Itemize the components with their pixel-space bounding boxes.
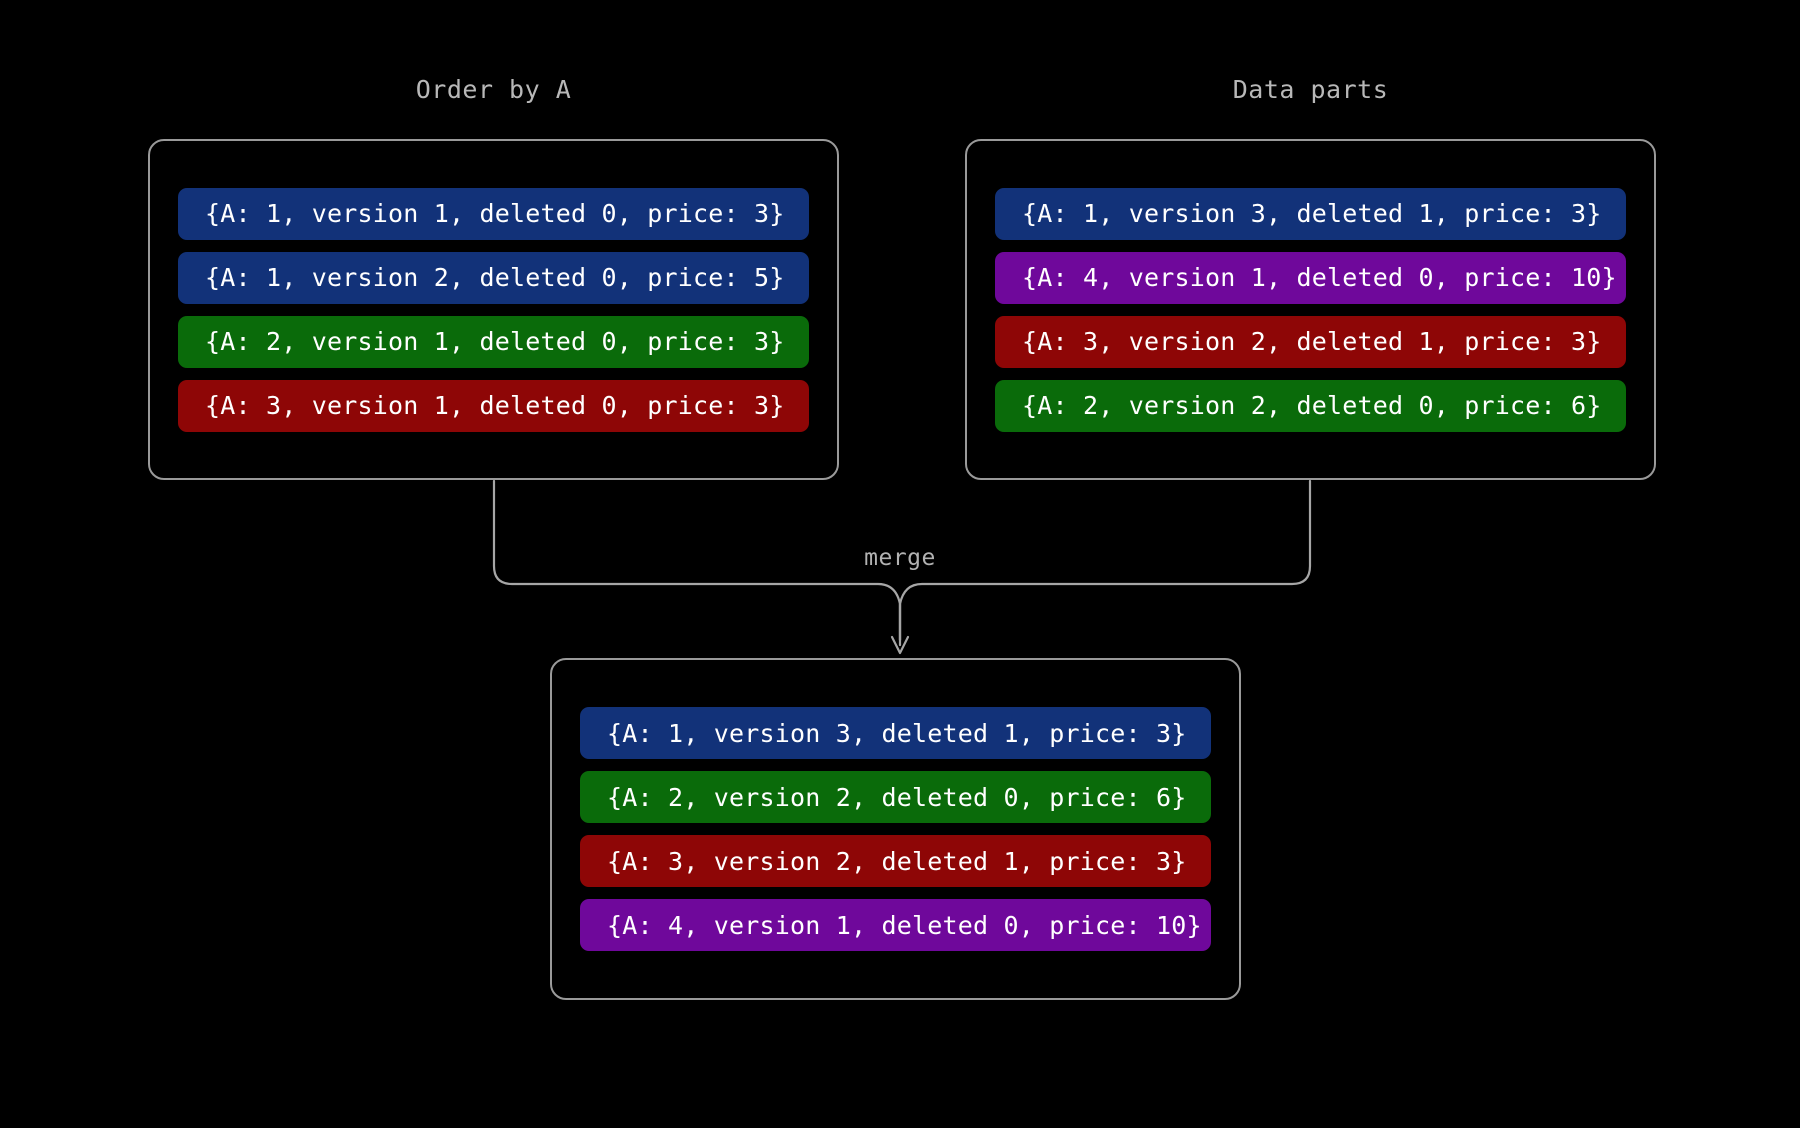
panel-data-parts: {A: 1, version 3, deleted 1, price: 3} {… <box>965 139 1656 480</box>
panel-title-data-parts: Data parts <box>1232 75 1389 104</box>
panel-order-by-a: {A: 1, version 1, deleted 0, price: 3} {… <box>148 139 839 480</box>
data-row[interactable]: {A: 4, version 1, deleted 0, price: 10} <box>995 251 1626 304</box>
data-row[interactable]: {A: 1, version 3, deleted 1, price: 3} <box>580 707 1211 759</box>
panel-merged-result: {A: 1, version 3, deleted 1, price: 3} {… <box>550 658 1241 1000</box>
data-row[interactable]: {A: 1, version 2, deleted 0, price: 5} <box>178 251 809 304</box>
data-row[interactable]: {A: 3, version 2, deleted 1, price: 3} <box>995 315 1626 368</box>
row-list-merged: {A: 1, version 3, deleted 1, price: 3} {… <box>552 707 1239 951</box>
data-row[interactable]: {A: 2, version 1, deleted 0, price: 3} <box>178 315 809 368</box>
row-list-order-by-a: {A: 1, version 1, deleted 0, price: 3} {… <box>150 187 837 432</box>
row-list-data-parts: {A: 1, version 3, deleted 1, price: 3} {… <box>967 187 1654 432</box>
data-row[interactable]: {A: 3, version 2, deleted 1, price: 3} <box>580 835 1211 887</box>
connector-arrowhead <box>890 635 910 655</box>
panel-title-order-by-a: Order by A <box>415 75 572 104</box>
merge-label: merge <box>864 545 936 571</box>
data-row[interactable]: {A: 4, version 1, deleted 0, price: 10} <box>580 899 1211 951</box>
data-row[interactable]: {A: 1, version 1, deleted 0, price: 3} <box>178 187 809 240</box>
data-row[interactable]: {A: 3, version 1, deleted 0, price: 3} <box>178 379 809 432</box>
data-row[interactable]: {A: 1, version 3, deleted 1, price: 3} <box>995 187 1626 240</box>
data-row[interactable]: {A: 2, version 2, deleted 0, price: 6} <box>580 771 1211 823</box>
data-row[interactable]: {A: 2, version 2, deleted 0, price: 6} <box>995 379 1626 432</box>
